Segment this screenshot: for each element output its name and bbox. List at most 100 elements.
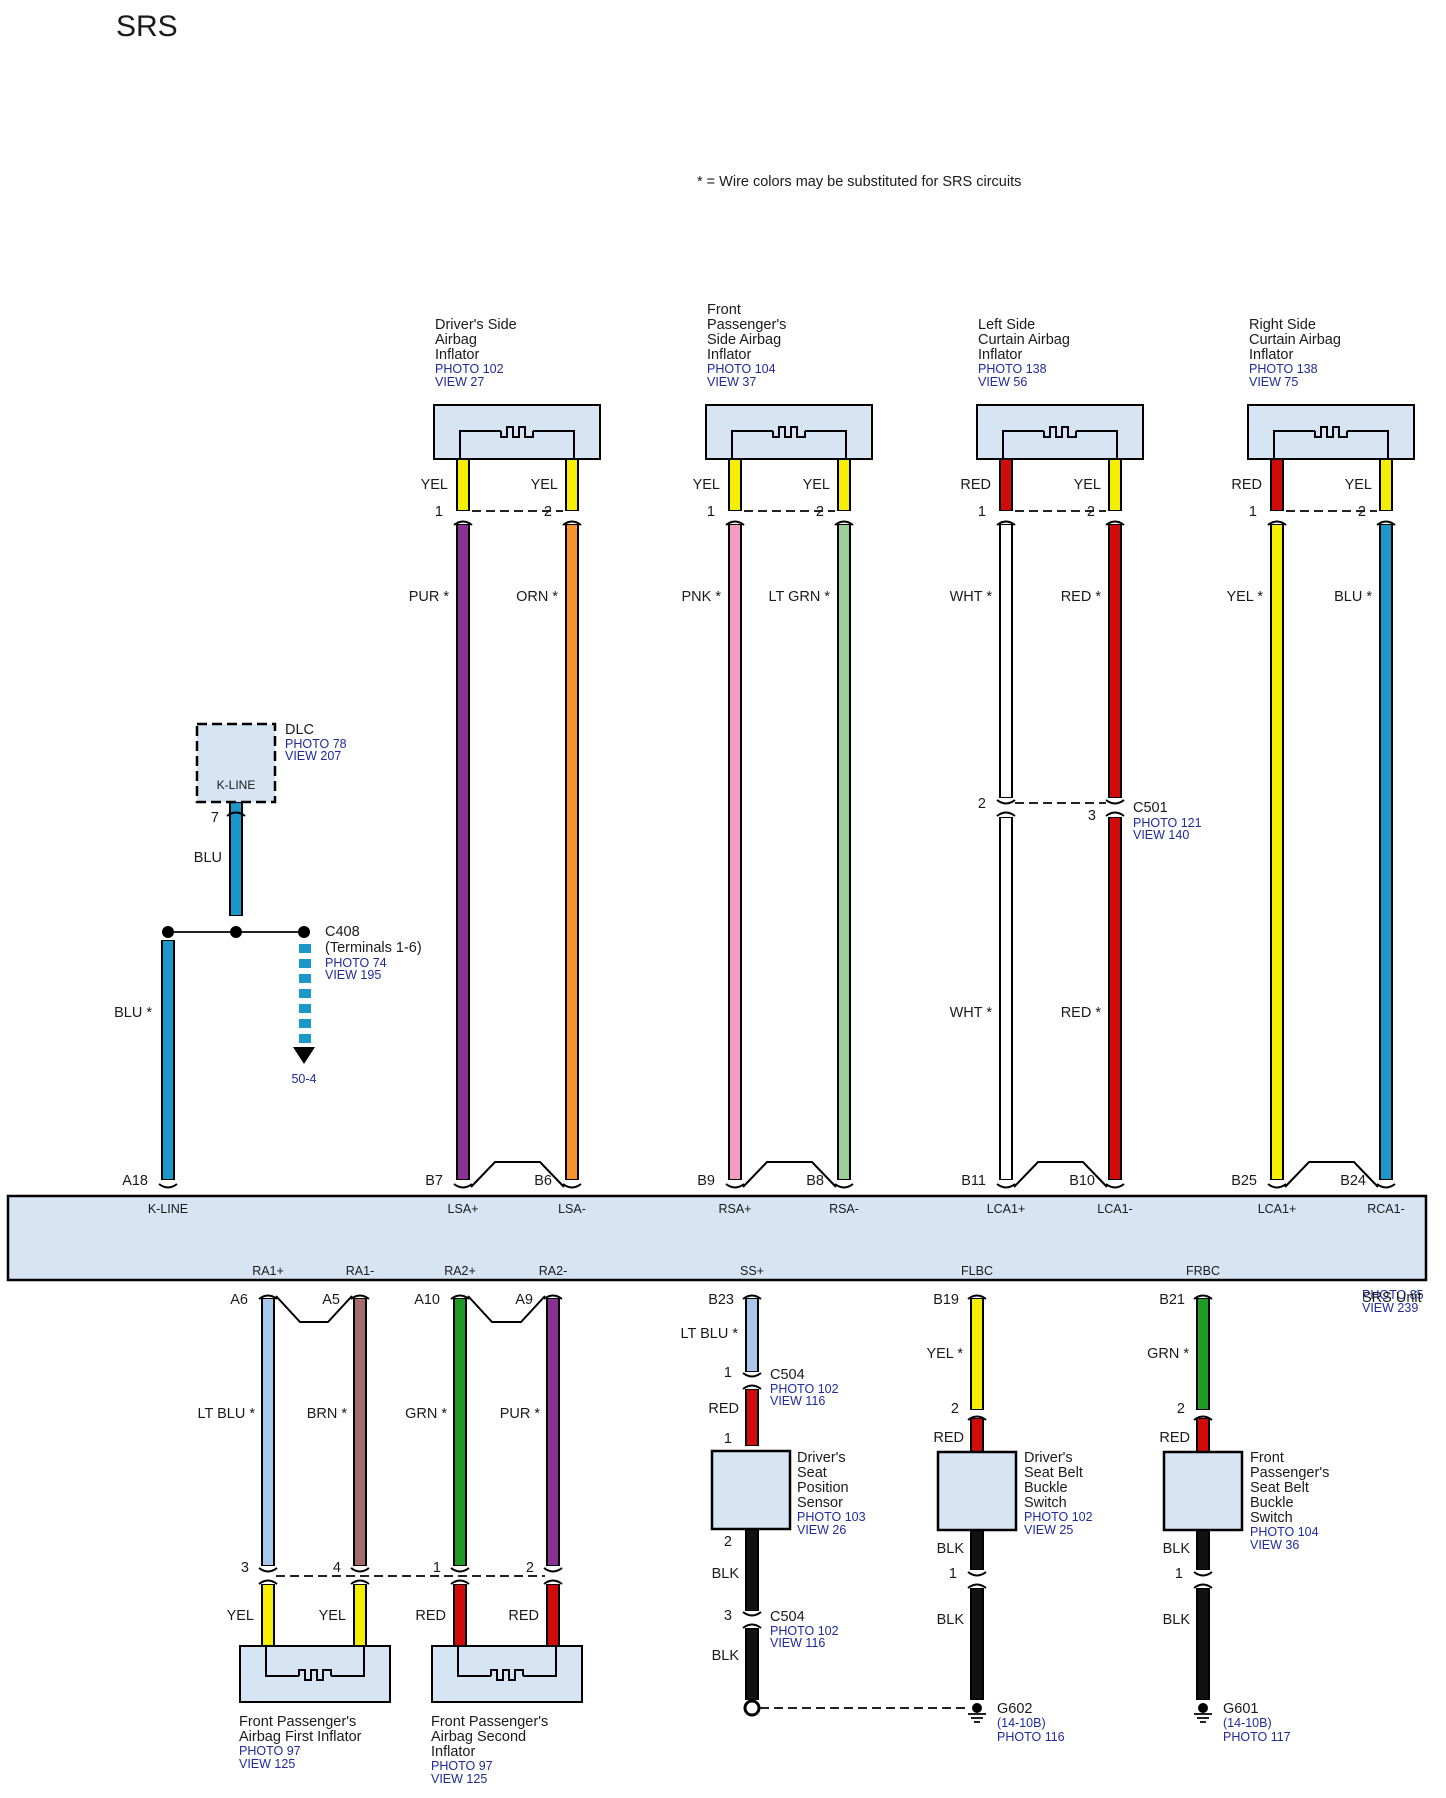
unit-signal-label: FLBC bbox=[961, 1264, 993, 1278]
pin-number-label: 1 bbox=[978, 504, 986, 520]
right-curtain-connector bbox=[1247, 404, 1415, 460]
c501-ref: PHOTO 121 bbox=[1133, 816, 1202, 830]
c408-dashed-segment bbox=[299, 944, 311, 953]
left-curtain-ref-line: PHOTO 138 bbox=[978, 362, 1047, 376]
pass_buckle-name-line: Front bbox=[1250, 1450, 1284, 1466]
pass_buckle-ground-sub: (14-10B) bbox=[1223, 1716, 1272, 1730]
right-curtain-name-line: Right Side bbox=[1249, 317, 1316, 333]
page-title: SRS bbox=[116, 10, 178, 43]
pin-number-label: 2 bbox=[1087, 504, 1095, 520]
unit-signal-label: RA2- bbox=[539, 1264, 567, 1278]
seat-sensor-wire4 bbox=[747, 1629, 757, 1699]
c408-ref: VIEW 195 bbox=[325, 968, 381, 982]
bottom-inflator-name: Inflator bbox=[431, 1744, 475, 1760]
terminal-cap bbox=[1105, 520, 1125, 526]
pigtail-color-label: RED bbox=[1231, 477, 1262, 493]
bottom-pigtail-RA2+ bbox=[455, 1585, 465, 1647]
terminal-cap bbox=[1105, 811, 1125, 817]
dlc-kline-label: K-LINE bbox=[217, 778, 256, 792]
components-layer bbox=[6, 404, 1428, 1703]
terminal-cap bbox=[996, 799, 1016, 805]
c408-name: C408 bbox=[325, 924, 360, 940]
terminal-cap bbox=[258, 1579, 278, 1585]
terminal-cap bbox=[742, 1623, 762, 1629]
terminal-cap bbox=[996, 811, 1016, 817]
wire-color-label: RED bbox=[933, 1430, 964, 1446]
terminal-cap bbox=[158, 1183, 178, 1189]
drv-side-airbag-name-line: Airbag bbox=[435, 332, 477, 348]
bottom-wire-RA2+ bbox=[455, 1299, 465, 1565]
drv-side-airbag-pair-link bbox=[470, 1161, 565, 1188]
wire-color-label: BLK bbox=[1163, 1612, 1191, 1628]
terminal-cap bbox=[562, 520, 582, 526]
pin-number-label: 1 bbox=[724, 1365, 732, 1381]
unit-pin-label: B24 bbox=[1340, 1173, 1366, 1189]
drv-side-airbag-pigtail-2 bbox=[567, 460, 577, 510]
pin-number-label: 2 bbox=[1177, 1401, 1185, 1417]
pin-number-label: 2 bbox=[724, 1534, 732, 1550]
terminal-cap bbox=[350, 1579, 370, 1585]
c504-name: C504 bbox=[770, 1609, 805, 1625]
pigtail-color-label: YEL bbox=[803, 477, 830, 493]
pigtail-color-label: RED bbox=[508, 1608, 539, 1624]
drv-side-airbag-connector-inner-line bbox=[459, 430, 575, 459]
seat-sensor-wire3 bbox=[747, 1530, 757, 1610]
terminal-cap bbox=[543, 1567, 563, 1573]
unit-pin-label: A18 bbox=[122, 1173, 148, 1189]
wire-color-label: LT BLU * bbox=[198, 1406, 256, 1422]
wire-color-label: PUR * bbox=[409, 589, 450, 605]
bottom-inflator-name: Airbag Second bbox=[431, 1729, 526, 1745]
wire-color-label: WHT * bbox=[950, 1005, 993, 1021]
seat-sensor-ref: PHOTO 103 bbox=[797, 1510, 866, 1524]
terminal-cap bbox=[450, 1579, 470, 1585]
wire-color-label: BLK bbox=[712, 1648, 740, 1664]
drv-side-airbag-ref-line: PHOTO 102 bbox=[435, 362, 504, 376]
unit-pin-label: B7 bbox=[425, 1173, 443, 1189]
left-curtain-name-line: Inflator bbox=[978, 347, 1022, 363]
pass_buckle-wire2 bbox=[1198, 1419, 1208, 1451]
pass_buckle-name-line: Buckle bbox=[1250, 1495, 1294, 1511]
right-curtain-ref-line: VIEW 75 bbox=[1249, 375, 1298, 389]
terminal-cap bbox=[967, 1415, 987, 1421]
seat-position-sensor-box bbox=[710, 1449, 792, 1531]
pigtail-color-label: YEL bbox=[319, 1608, 346, 1624]
wire-color-label: RED bbox=[1159, 1430, 1190, 1446]
pass_buckle-ground-point bbox=[1198, 1703, 1208, 1713]
c504-ref: PHOTO 102 bbox=[770, 1624, 839, 1638]
pin-number-label: 3 bbox=[1088, 808, 1096, 824]
seat-sensor-name: Seat bbox=[797, 1465, 827, 1481]
pin-number-label: 2 bbox=[526, 1560, 534, 1576]
terminal-cap bbox=[742, 1384, 762, 1390]
unit-signal-label: FRBC bbox=[1186, 1264, 1220, 1278]
seat-sensor-name: Driver's bbox=[797, 1450, 846, 1466]
c408-sub: (Terminals 1-6) bbox=[325, 940, 422, 956]
pass_buckle-ground-ref: PHOTO 117 bbox=[1223, 1730, 1291, 1744]
pigtail-color-label: RED bbox=[415, 1608, 446, 1624]
pin-number-label: 1 bbox=[707, 504, 715, 520]
left-curtain-ref-line: VIEW 56 bbox=[978, 375, 1027, 389]
bottom-inflator-connector-shorting-bar bbox=[298, 1669, 332, 1681]
dlc-ref: VIEW 207 bbox=[285, 749, 341, 763]
terminal-cap bbox=[1193, 1294, 1213, 1300]
terminal-cap bbox=[1105, 1183, 1125, 1189]
c408-dashed-segment bbox=[299, 974, 311, 983]
unit-pin-label: B6 bbox=[534, 1173, 552, 1189]
terminal-cap bbox=[725, 520, 745, 526]
pin-number-label: 3 bbox=[241, 1560, 249, 1576]
bottom-inflator-name: Front Passenger's bbox=[239, 1714, 356, 1730]
driver_buckle-wire2 bbox=[972, 1419, 982, 1451]
terminal-cap bbox=[226, 811, 246, 817]
unit-pin-label: A5 bbox=[322, 1292, 340, 1308]
pin-number-label: 2 bbox=[1358, 504, 1366, 520]
bottom-inflator-connector-inner-line bbox=[457, 1646, 557, 1677]
pass-side-airbag-connector-inner-line bbox=[731, 430, 847, 459]
terminal-cap bbox=[543, 1294, 563, 1300]
driver_buckle-switch-box bbox=[936, 1450, 1018, 1532]
pin-number-label: 4 bbox=[333, 1560, 341, 1576]
left-curtain-wire-lower-1 bbox=[1001, 818, 1011, 1179]
pigtail-color-label: YEL bbox=[1074, 477, 1101, 493]
terminal-cap bbox=[1376, 1183, 1396, 1189]
bottom-inflator-ref: VIEW 125 bbox=[431, 1772, 487, 1786]
pass-side-airbag-name-line: Side Airbag bbox=[707, 332, 781, 348]
